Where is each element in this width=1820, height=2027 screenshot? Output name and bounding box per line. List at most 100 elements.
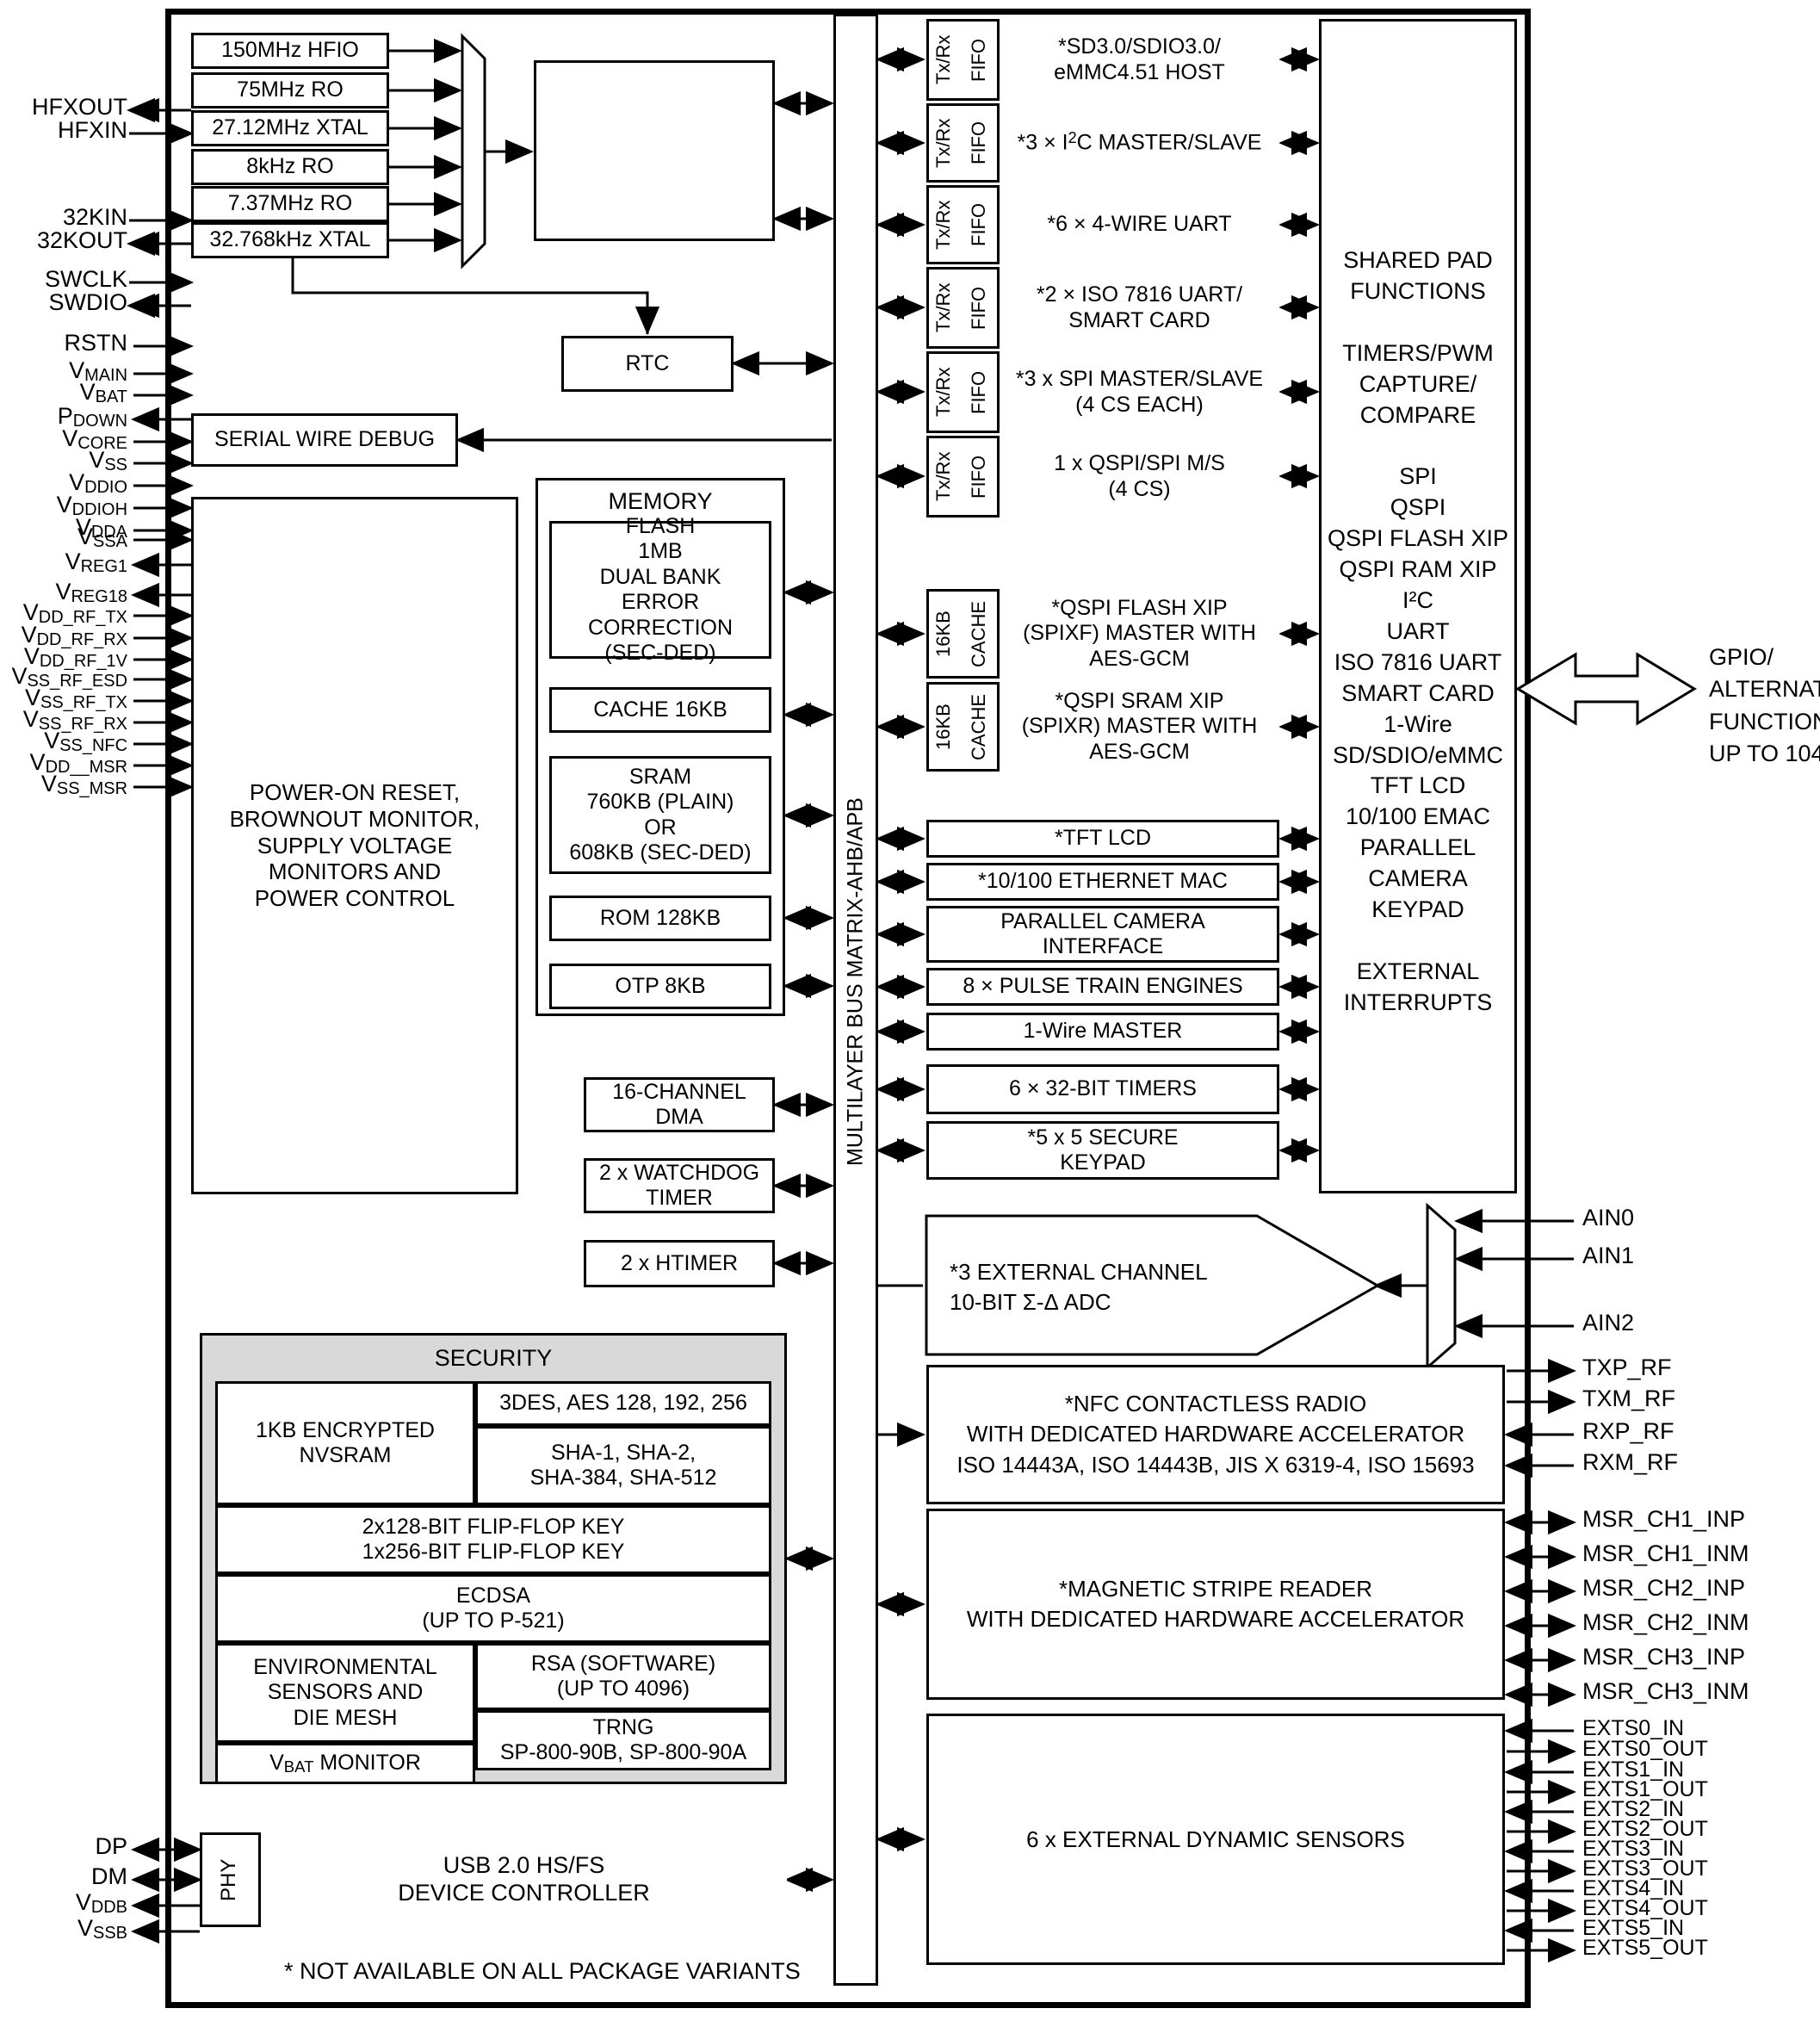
security-ciphers: 3DES, AES 128, 192, 256 xyxy=(475,1381,771,1426)
pin-label-MSR_CH3_INP: MSR_CH3_INP xyxy=(1582,1644,1746,1670)
peripheral-tag-0b: FIFO xyxy=(961,19,997,101)
peripheral-tag-5a: Tx/Rx xyxy=(926,436,961,518)
tag-text: FIFO xyxy=(968,121,989,165)
power-block: POWER-ON RESET, BROWNOUT MONITOR, SUPPLY… xyxy=(191,497,518,1194)
peripheral-tag-7a: 16KB xyxy=(926,682,961,772)
memory-block-label: OTP 8KB xyxy=(615,973,706,998)
peripheral-tag-3b: FIFO xyxy=(961,267,997,349)
peripheral-row-13: 6 × 32-BIT TIMERS xyxy=(926,1064,1279,1114)
shared-pad-functions-box xyxy=(1319,19,1517,1193)
peripheral-label-1: *3 × I2C MASTER/SLAVE xyxy=(1000,103,1279,183)
peripheral-text: 8 × PULSE TRAIN ENGINES xyxy=(963,974,1243,999)
power-label: POWER-ON RESET, BROWNOUT MONITOR, SUPPLY… xyxy=(229,779,480,911)
peripheral-tag-3a: Tx/Rx xyxy=(926,267,961,349)
peripheral-tag-4a: Tx/Rx xyxy=(926,351,961,433)
pin-label-AIN1: AIN1 xyxy=(1582,1243,1635,1268)
pin-label-SWCLK: SWCLK xyxy=(44,266,127,292)
pin-label-MSR_CH1_INP: MSR_CH1_INP xyxy=(1582,1506,1746,1532)
pin-label-VSS_NFC: VSS_NFC xyxy=(44,728,127,756)
shared-pad-functions-text: SHARED PAD FUNCTIONS TIMERS/PWM CAPTURE/… xyxy=(1319,245,1517,1019)
gpio-text: GPIO/ ALTERNATE FUNCTION UP TO 104 xyxy=(1709,644,1820,766)
pin-label-HFXOUT: HFXOUT xyxy=(32,94,127,120)
pin-label-32KOUT: 32KOUT xyxy=(36,227,127,253)
pin-label-RSTN: RSTN xyxy=(64,330,128,356)
memory-title-text: MEMORY xyxy=(608,488,713,514)
clock-block-2: 27.12MHz XTAL xyxy=(191,110,389,146)
peripheral-row-12: 1-Wire MASTER xyxy=(926,1013,1279,1051)
pin-label-VDD_RF_TX: VDD_RF_TX xyxy=(22,599,127,628)
memory-block-label: FLASH 1MB DUAL BANK ERROR CORRECTION (SE… xyxy=(587,513,734,666)
pin-label-VCORE: VCORE xyxy=(62,425,127,454)
usb-phy-label: PHY xyxy=(200,1832,258,1927)
pin-label-VSS_RF_TX: VSS_RF_TX xyxy=(24,685,127,713)
pin-label-DP: DP xyxy=(95,1833,127,1859)
pin-label-RXM_RF: RXM_RF xyxy=(1582,1449,1679,1475)
security-rsa: RSA (SOFTWARE) (UP TO 4096) xyxy=(475,1643,771,1710)
pin-label-VREG1: VREG1 xyxy=(65,549,127,577)
tag-text: 16KB xyxy=(932,704,954,750)
security-text: 1KB ENCRYPTED NVSRAM xyxy=(256,1417,435,1468)
peripheral-row-8: *TFT LCD xyxy=(926,820,1279,858)
pin-label-MSR_CH1_INM: MSR_CH1_INM xyxy=(1582,1540,1749,1566)
security-title: SECURITY xyxy=(200,1346,787,1370)
peripheral-tag-5b: FIFO xyxy=(961,436,997,518)
peripheral-text: *3 × I2C MASTER/SLAVE xyxy=(1017,129,1262,156)
security-text: RSA (SOFTWARE) (UP TO 4096) xyxy=(530,1651,716,1702)
clock-block-3: 8kHz RO xyxy=(191,149,389,185)
pin-label-EXTS0_IN: EXTS0_IN xyxy=(1582,1716,1685,1740)
peripheral-text: *QSPI FLASH XIP (SPIXF) MASTER WITH AES-… xyxy=(1023,595,1256,671)
peripheral-text: *QSPI SRAM XIP (SPIXR) MASTER WITH AES-G… xyxy=(1021,688,1258,764)
pin-label-VMAIN: VMAIN xyxy=(69,357,127,386)
pin-label-EXTS1_OUT: EXTS1_OUT xyxy=(1582,1777,1708,1801)
pin-label-VDDIO: VDDIO xyxy=(69,469,127,498)
peripheral-label-2: *6 × 4-WIRE UART xyxy=(1000,185,1279,264)
memory-block-label: ROM 128KB xyxy=(599,905,721,930)
pin-label-VSS: VSS xyxy=(89,447,127,475)
pin-label-VDDIOH: VDDIOH xyxy=(56,492,127,520)
pin-label-EXTS4_OUT: EXTS4_OUT xyxy=(1582,1896,1708,1920)
peripheral-text: *SD3.0/SDIO3.0/ eMMC4.51 HOST xyxy=(1054,34,1225,84)
phy-text: PHY xyxy=(217,1858,240,1901)
peripheral-label-6: *QSPI FLASH XIP (SPIXF) MASTER WITH AES-… xyxy=(1000,589,1279,679)
peripheral-label-4: *3 x SPI MASTER/SLAVE (4 CS EACH) xyxy=(1000,351,1279,433)
security-vbat-monitor: VBAT MONITOR xyxy=(215,1743,475,1784)
peripheral-text: PARALLEL CAMERA INTERFACE xyxy=(1000,908,1205,959)
pin-label-AIN0: AIN0 xyxy=(1582,1205,1635,1230)
footnote-text: * NOT AVAILABLE ON ALL PACKAGE VARIANTS xyxy=(284,1958,801,1984)
pin-label-RXP_RF: RXP_RF xyxy=(1582,1418,1675,1444)
clock-label: 7.37MHz RO xyxy=(227,191,353,216)
peripheral-text: *3 x SPI MASTER/SLAVE (4 CS EACH) xyxy=(1015,367,1264,417)
clock-label: 150MHz HFIO xyxy=(221,38,359,63)
pin-label-VSSB: VSSB xyxy=(77,1915,127,1943)
clock-label: 32.768kHz XTAL xyxy=(209,227,371,252)
pin-label-VSS_MSR: VSS_MSR xyxy=(40,771,127,799)
security-text: SHA-1, SHA-2, SHA-384, SHA-512 xyxy=(529,1440,717,1491)
pin-label-VREG18: VREG18 xyxy=(55,579,128,607)
pin-label-SWDIO: SWDIO xyxy=(48,289,128,315)
tag-text: FIFO xyxy=(968,286,989,330)
peripheral-tag-2a: Tx/Rx xyxy=(926,185,961,264)
memory-otp: OTP 8KB xyxy=(549,964,771,1009)
peripheral-tag-6b: CACHE xyxy=(961,589,997,679)
rtc-block: RTC xyxy=(561,336,734,392)
tag-text: 16KB xyxy=(932,611,954,657)
peripheral-text: *10/100 ETHERNET MAC xyxy=(978,869,1228,894)
clock-label: 27.12MHz XTAL xyxy=(212,115,368,140)
peripheral-tag-4b: FIFO xyxy=(961,351,997,433)
bus-matrix xyxy=(833,14,878,1986)
security-text: 2x128-BIT FLIP-FLOP KEY 1x256-BIT FLIP-F… xyxy=(362,1514,625,1565)
pin-label-VDD_RF_1V: VDD_RF_1V xyxy=(23,643,127,672)
msr-text: *MAGNETIC STRIPE READER WITH DEDICATED H… xyxy=(966,1575,1465,1632)
peripheral-tag-7b: CACHE xyxy=(961,682,997,772)
peripheral-text: *TFT LCD xyxy=(1054,826,1152,851)
security-envsensors: ENVIRONMENTAL SENSORS AND DIE MESH xyxy=(215,1643,475,1743)
dma-block: 16-CHANNEL DMA xyxy=(584,1077,775,1132)
bus-matrix-text: MULTILAYER BUS MATRIX-AHB/APB xyxy=(843,797,868,1166)
usb-label: USB 2.0 HS/FS DEVICE CONTROLLER xyxy=(261,1832,787,1927)
dynsensors-text: 6 x EXTERNAL DYNAMIC SENSORS xyxy=(1026,1826,1405,1852)
peripheral-text: 6 × 32-BIT TIMERS xyxy=(1009,1076,1197,1101)
peripheral-text: 1-Wire MASTER xyxy=(1023,1019,1183,1044)
pin-label-DM: DM xyxy=(91,1863,127,1889)
pin-label-EXTS3_OUT: EXTS3_OUT xyxy=(1582,1857,1708,1881)
